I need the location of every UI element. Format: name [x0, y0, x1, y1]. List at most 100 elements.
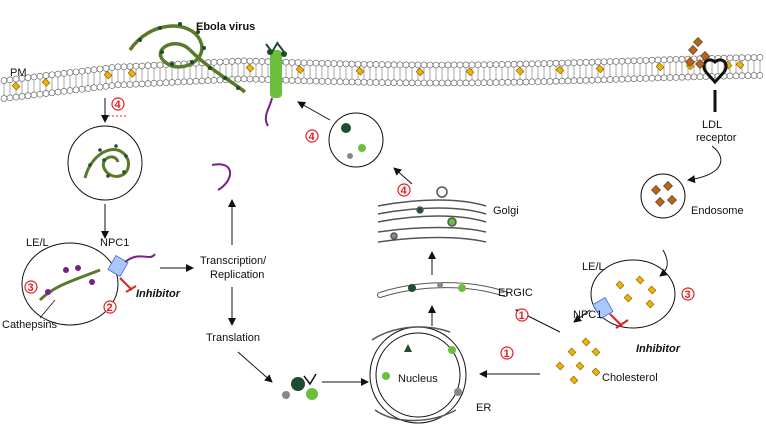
- lipid-head: [396, 61, 404, 69]
- lipid-head: [228, 58, 236, 65]
- lipid-head: [42, 72, 50, 79]
- lipid-head: [450, 79, 458, 87]
- lipid-head: [642, 57, 650, 64]
- lipid-head: [66, 87, 74, 94]
- lipid-head: [318, 77, 326, 85]
- membrane-cholesterol: [465, 67, 475, 77]
- step-4-endocytosis: 4: [108, 97, 126, 117]
- membrane-cholesterol: [515, 66, 525, 76]
- lipid-head: [444, 61, 452, 69]
- lipid-head: [234, 75, 242, 83]
- lipid-head: [396, 79, 404, 87]
- lipid-head: [672, 56, 680, 63]
- lipid-head: [288, 59, 296, 66]
- lipid-head: [666, 56, 674, 63]
- lipid-head: [348, 78, 356, 86]
- svg-text:3: 3: [28, 282, 34, 294]
- membrane-cholesterol: [295, 65, 305, 74]
- late-endosome-left: [21, 242, 156, 326]
- lipid-head: [528, 78, 536, 86]
- lipid-head: [138, 62, 146, 70]
- lipid-head: [678, 73, 686, 81]
- lipid-head: [78, 85, 86, 93]
- step-3-left: 3: [24, 280, 38, 294]
- lipid-head: [48, 71, 56, 79]
- svg-text:4: 4: [401, 185, 408, 197]
- membrane-cholesterol: [11, 81, 21, 91]
- lipid-head: [504, 79, 512, 86]
- membrane-cholesterol: [127, 69, 137, 78]
- inhibitor-label-left: Inhibitor: [136, 288, 181, 300]
- lipid-head: [288, 77, 296, 84]
- lipid-head: [204, 77, 212, 84]
- lipid-head: [564, 59, 572, 67]
- lipid-head: [378, 79, 386, 86]
- membrane-cholesterol: [355, 66, 365, 76]
- lipid-head: [84, 67, 92, 74]
- lipid-head: [132, 62, 140, 70]
- lipid-head: [534, 78, 542, 86]
- budding-virion: [264, 41, 287, 127]
- lipid-head: [726, 54, 734, 62]
- lipid-head: [732, 54, 740, 62]
- lipid-head: [348, 60, 356, 68]
- lipid-head: [414, 61, 422, 69]
- lipid-head: [72, 86, 80, 94]
- lipid-head: [6, 94, 14, 102]
- cathepsins-label: Cathepsins: [2, 319, 58, 331]
- membrane-cholesterol: [595, 64, 605, 74]
- lipid-head: [756, 54, 764, 61]
- lipid-head: [690, 73, 698, 81]
- lipid-head: [138, 80, 146, 88]
- lipid-head: [360, 60, 368, 68]
- lipid-head: [222, 58, 230, 66]
- lipid-head: [558, 59, 566, 67]
- lipid-head: [492, 61, 500, 68]
- lipid-head: [552, 77, 560, 85]
- lipid-head: [330, 78, 338, 85]
- lipid-head: [420, 61, 428, 69]
- lipid-head: [354, 78, 362, 86]
- lipid-head: [744, 54, 752, 61]
- lipid-head: [570, 59, 578, 67]
- lipid-head: [474, 61, 482, 69]
- plasma-membrane: [0, 54, 764, 102]
- lipid-head: [336, 78, 344, 86]
- lipid-head: [462, 79, 470, 87]
- lipid-head: [444, 79, 452, 87]
- lipid-head: [306, 59, 314, 67]
- lipid-head: [696, 73, 704, 81]
- lipid-head: [192, 77, 200, 85]
- lipid-head: [252, 57, 260, 65]
- lipid-head: [342, 78, 350, 86]
- lipid-head: [654, 74, 662, 82]
- lipid-head: [486, 79, 494, 86]
- svg-text:4: 4: [309, 131, 316, 143]
- lipid-head: [258, 58, 266, 65]
- lipid-head: [30, 91, 38, 99]
- lipid-head: [426, 79, 434, 87]
- lipid-head: [174, 78, 182, 86]
- lipid-head: [102, 82, 110, 90]
- lipid-head: [372, 79, 380, 86]
- lipid-head: [0, 95, 8, 102]
- lipid-head: [414, 79, 422, 87]
- lipid-head: [420, 79, 428, 87]
- lipid-head: [150, 62, 158, 69]
- lipid-head: [378, 61, 386, 68]
- lipid-head: [576, 59, 584, 66]
- lipid-head: [576, 77, 584, 84]
- lipid-head: [216, 58, 224, 66]
- step-1-er: 1: [500, 346, 514, 360]
- lipid-head: [210, 58, 218, 66]
- lipid-head: [450, 61, 458, 69]
- lipid-head: [756, 72, 764, 79]
- lipid-head: [498, 61, 506, 68]
- svg-text:2: 2: [107, 302, 113, 314]
- lipid-head: [516, 60, 524, 68]
- lipid-head: [726, 72, 734, 80]
- lipid-head: [468, 79, 476, 87]
- membrane-cholesterol: [245, 63, 255, 73]
- lipid-head: [582, 59, 590, 66]
- lipid-head: [246, 57, 254, 65]
